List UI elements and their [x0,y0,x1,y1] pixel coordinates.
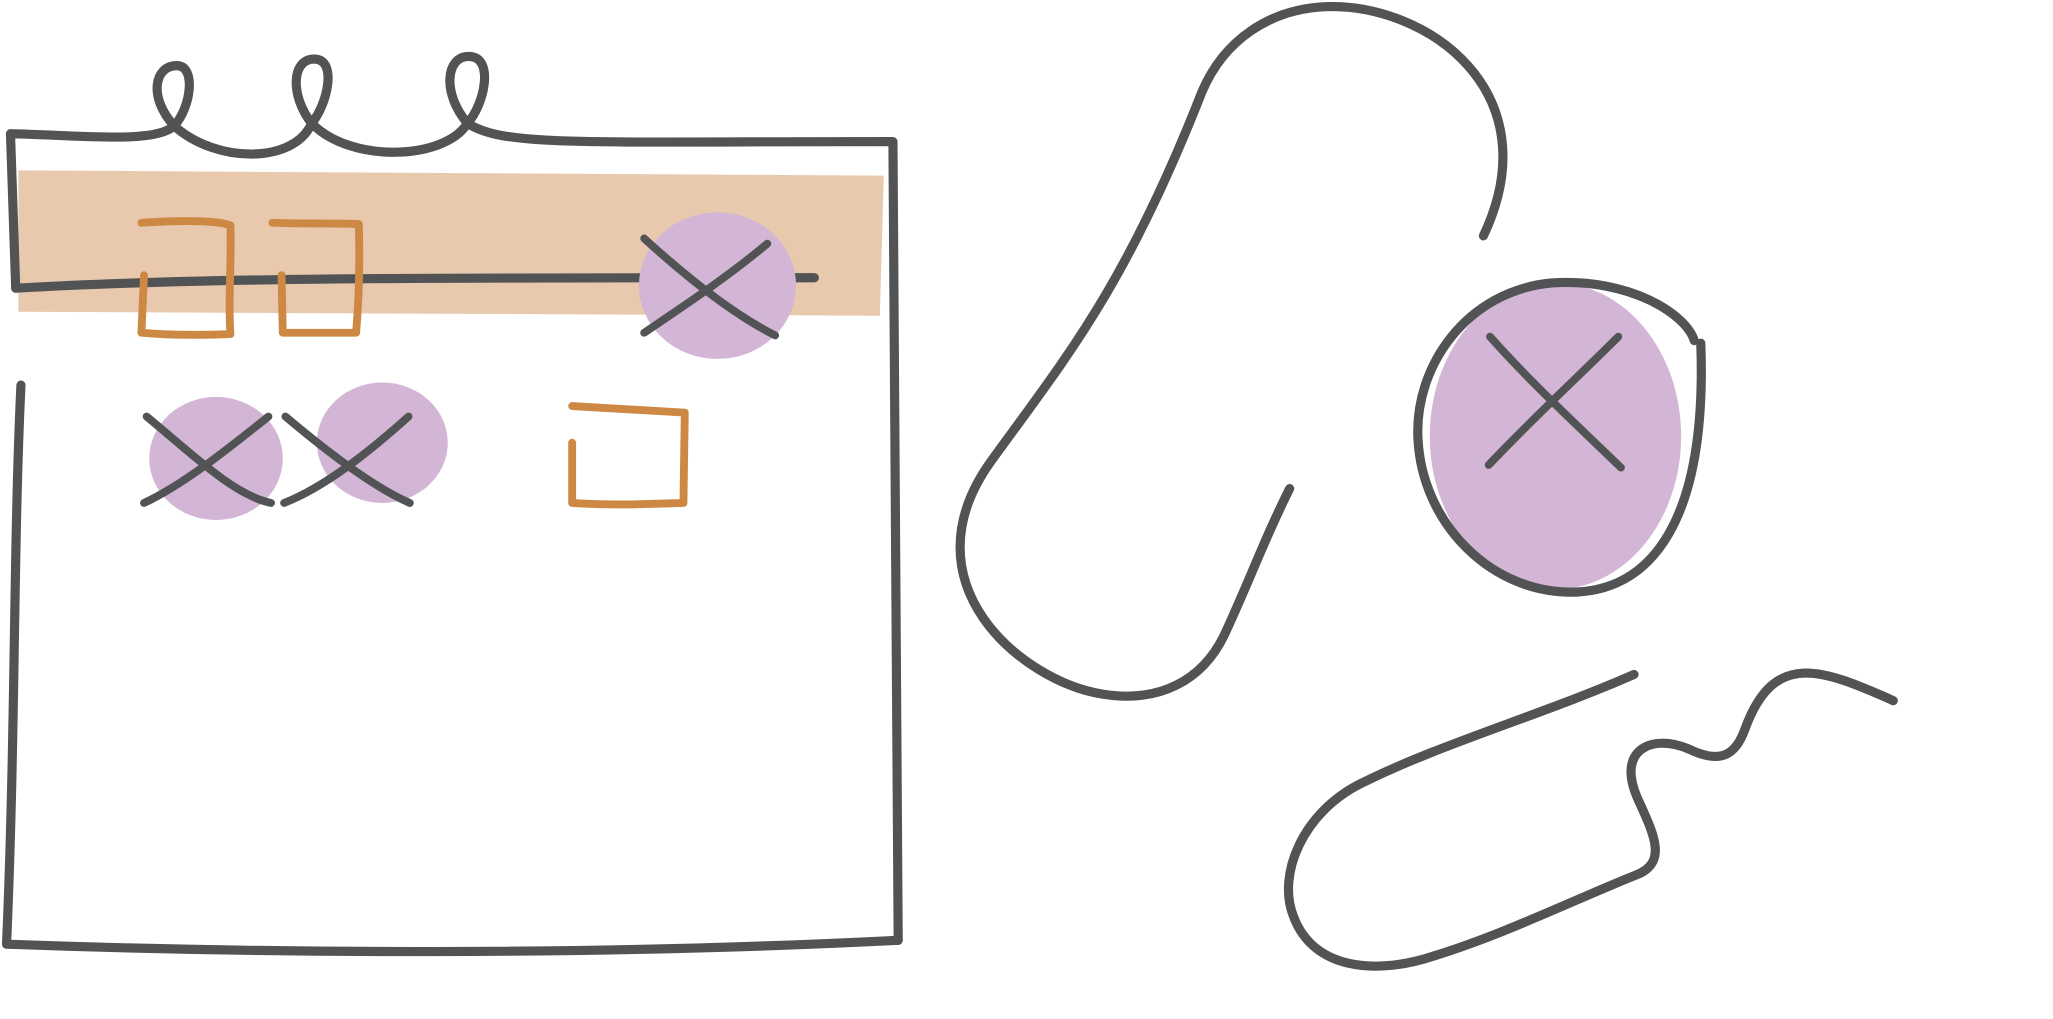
calendar-outline-top [5,51,903,945]
checkbox-crossed [638,212,797,359]
checkbox-crossed [280,382,448,507]
cross-icon [1484,332,1625,472]
ribbon-loop [955,2,1508,701]
cross-icon [140,412,275,507]
calendar-outline-bottom [1,380,903,957]
cross-icon [280,412,414,507]
cross-icon [640,234,780,340]
checkbox-empty [137,217,235,339]
marked-blob [1429,282,1682,590]
calendar [1,51,903,957]
checkbox-empty [268,218,364,337]
ribbon-tail [1283,668,1898,971]
checkbox-empty [568,402,689,509]
ribbon-badge [955,2,1898,971]
checkbox-crossed [140,396,283,520]
badge-ring [1413,277,1706,597]
